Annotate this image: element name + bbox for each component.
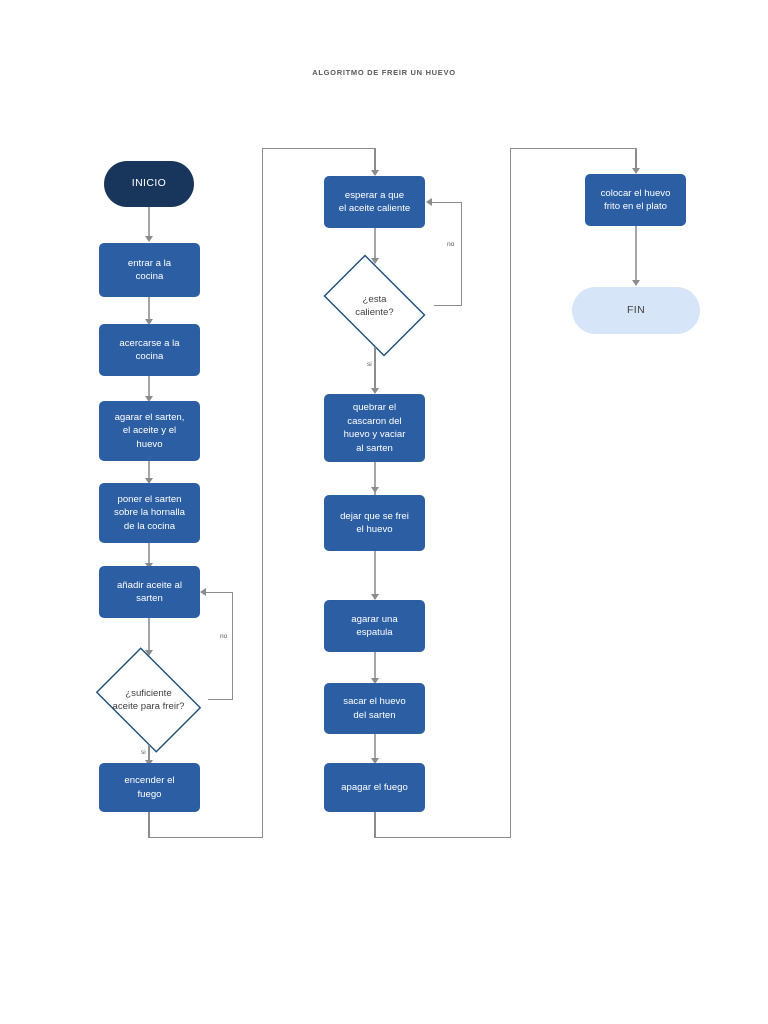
decision-label: ¿suficiente aceite para freir?	[112, 688, 185, 712]
connector-suficiente-no-h2	[206, 591, 232, 593]
connector-col1-wrap-top	[262, 148, 375, 150]
edge-label-suficiente-si: si	[141, 749, 146, 756]
connector-acercarse-agarar	[148, 376, 150, 398]
arrow-dejar-espatula	[370, 594, 379, 600]
connector-suficiente-no-v	[232, 592, 234, 700]
decision-label: ¿esta caliente?	[355, 293, 394, 318]
connector-col1-wrap-down	[148, 812, 150, 838]
arrow-anadir-suficiente	[144, 650, 153, 656]
node-dejar-que-se-frei[interactable]: dejar que se frei el huevo	[324, 495, 425, 551]
arrow-caliente-no	[426, 198, 432, 206]
node-sacar-el-huevo[interactable]: sacar el huevo del sarten	[324, 683, 425, 734]
connector-col1-wrap-up	[262, 148, 264, 838]
connector-caliente-no-h2	[432, 201, 461, 203]
edge-label-caliente-no: no	[447, 241, 455, 248]
connector-caliente-no-h1	[434, 305, 462, 307]
connector-caliente-si-v	[374, 347, 376, 391]
connector-caliente-no-v	[461, 202, 463, 306]
node-quebrar-cascaron[interactable]: quebrar el cascaron del huevo y vaciar a…	[324, 394, 425, 462]
connector-col2-wrap-right	[374, 837, 511, 839]
edge-label-caliente-si: si	[367, 361, 372, 368]
connector-col2-wrap-down	[374, 812, 376, 838]
connector-esperar-caliente	[374, 228, 376, 260]
arrow-entrar-acercarse	[144, 319, 153, 325]
node-apagar-el-fuego[interactable]: apagar el fuego	[324, 763, 425, 812]
connector-quebrar-dejar	[374, 462, 376, 495]
connector-entrar-acercarse	[148, 297, 150, 321]
arrow-colocar-fin	[631, 280, 640, 286]
arrow-agarar-poner	[144, 478, 153, 484]
node-decision-suficiente-aceite[interactable]: ¿suficiente aceite para freir?	[88, 647, 209, 753]
connector-col2-wrap-up	[510, 148, 512, 838]
connector-espatula-sacar	[374, 652, 376, 682]
node-decision-esta-caliente[interactable]: ¿esta caliente?	[314, 254, 435, 357]
connector-col2-wrap-top	[510, 148, 636, 150]
arrow-quebrar-dejar	[370, 487, 379, 493]
arrow-sacar-apagar	[370, 758, 379, 764]
arrow-esperar-caliente	[370, 258, 379, 264]
node-agarar-una-espatula[interactable]: agarar una espatula	[324, 600, 425, 652]
arrow-caliente-si	[370, 388, 379, 394]
node-fin[interactable]: FIN	[572, 287, 700, 334]
connector-col3-entry-down	[635, 148, 637, 171]
arrow-suficiente-no	[200, 588, 206, 596]
arrow-espatula-sacar	[370, 678, 379, 684]
node-agarar-sarten-aceite-huevo[interactable]: agarar el sarten, el aceite y el huevo	[99, 401, 200, 461]
connector-agarar-poner	[148, 461, 150, 480]
connector-colocar-fin	[635, 226, 637, 284]
connector-col2-entry-down	[374, 148, 376, 173]
arrow-acercarse-agarar	[144, 396, 153, 402]
connector-suficiente-si-v	[148, 745, 150, 763]
node-poner-sarten-hornalla[interactable]: poner el sarten sobre la hornalla de la …	[99, 483, 200, 543]
node-inicio[interactable]: INICIO	[104, 161, 194, 207]
arrow-col3-entry	[631, 168, 640, 174]
edge-label-suficiente-no: no	[220, 633, 228, 640]
connector-suficiente-no-h1	[208, 699, 233, 701]
connector-sacar-apagar	[374, 734, 376, 762]
node-acercarse-a-la-cocina[interactable]: acercarse a la cocina	[99, 324, 200, 376]
connector-poner-anadir	[148, 543, 150, 565]
arrow-col2-entry	[370, 170, 379, 176]
connector-anadir-suficiente	[148, 618, 150, 652]
node-colocar-huevo-en-plato[interactable]: colocar el huevo frito en el plato	[585, 174, 686, 226]
connector-col1-wrap-right	[148, 837, 263, 839]
node-encender-el-fuego[interactable]: encender el fuego	[99, 763, 200, 812]
arrow-inicio-entrar	[144, 236, 153, 242]
node-anadir-aceite-al-sarten[interactable]: añadir aceite al sarten	[99, 566, 200, 618]
node-esperar-aceite-caliente[interactable]: esperar a que el aceite caliente	[324, 176, 425, 228]
connector-dejar-espatula	[374, 551, 376, 599]
page-title: ALGORITMO DE FREIR UN HUEVO	[312, 68, 456, 77]
node-entrar-a-la-cocina[interactable]: entrar a la cocina	[99, 243, 200, 297]
connector-inicio-entrar	[148, 207, 150, 238]
